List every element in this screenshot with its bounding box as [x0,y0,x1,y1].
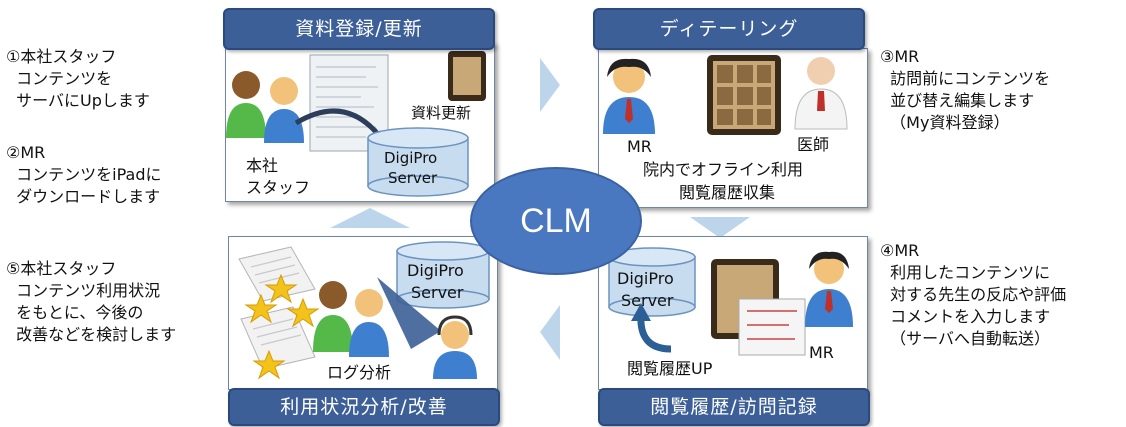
upload-label: 閲覧履歴UP [627,359,713,378]
arrow-right-top [540,58,560,112]
doctor-icon [794,57,848,130]
server-line2: Server [388,169,438,187]
arrow-left-bottom [540,305,560,360]
doctor-label: 医師 [797,135,830,154]
server-line1: DigiPro [407,261,464,280]
panel-register-update: 資料更新 本社 スタッフ DigiPro Server [225,42,495,202]
panel-detailing: MR 医師 院内でオフライン利用 閲覧履歴収集 [598,48,868,208]
update-label: 資料更新 [411,104,472,122]
arrow-up-left [330,208,410,228]
step3-text: ③MR 訪問前にコンテンツを 並び替え編集します （My資料登録） [880,47,1051,132]
ipad-content-icon [707,55,781,135]
caption-offline-use: 院内でオフライン利用 [643,160,804,179]
star-icon [244,273,320,380]
step1-text: ①本社スタッフ コンテンツを サーバにUpします [6,47,150,110]
server-line2: Server [411,283,464,302]
panel-history-record: DigiPro Server 閲覧履歴UP MR [598,236,868,390]
header-history-record: 閲覧履歴/訪問記録 [598,388,870,426]
mr-label: MR [809,343,834,362]
log-analysis-label: ログ分析 [327,363,392,382]
header-register-update: 資料登録/更新 [223,8,495,50]
staff-label: 本社 スタッフ [246,156,311,197]
digipro-server-icon [367,127,469,197]
panel-usage-analysis: DigiPro Server ログ分析 [228,236,498,390]
caption-history-collect: 閲覧履歴収集 [679,183,776,202]
mr-person-icon [805,251,853,327]
server-line2: Server [621,291,674,310]
step2-text: ②MR コンテンツをiPadに ダウンロードします [6,143,162,206]
arrow-down-right [690,217,750,238]
clm-hub-label: CLM [520,201,592,240]
comment-form [738,298,806,356]
clm-hub: CLM [470,167,642,275]
step4-text: ④MR 利用したコンテンツに 対する先生の反応や評価 コメントを入力します （サ… [880,241,1067,348]
mr-label: MR [627,137,652,156]
server-line1: DigiPro [617,269,674,288]
step5-text: ⑤本社スタッフ コンテンツ利用状況 をもとに、今後の 改善などを検討します [6,259,177,344]
header-usage-analysis: 利用状況分析/改善 [228,388,500,426]
mr-person-icon [603,58,655,134]
digipro-server-icon [396,241,490,309]
header-detailing: ディテーリング [593,8,865,50]
server-line1: DigiPro [384,149,438,167]
staff-people-icon [313,281,389,357]
staff-people-icon [226,71,304,143]
operator-headset-icon [433,315,477,379]
